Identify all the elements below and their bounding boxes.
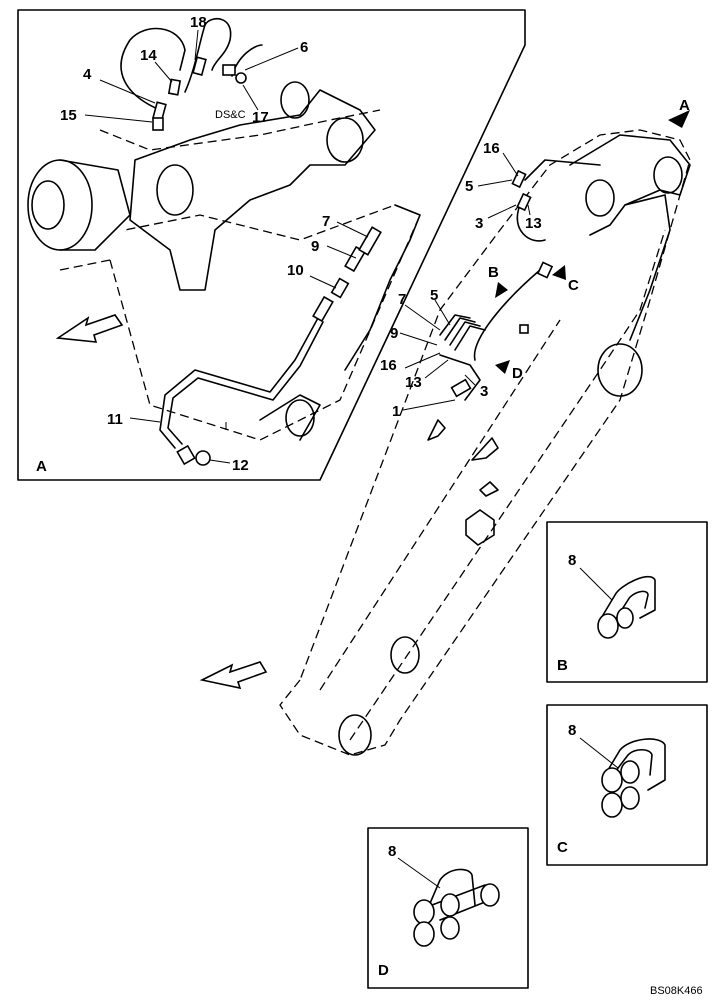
- detail-d-letter: D: [378, 962, 389, 979]
- detail-c-letter: C: [557, 839, 568, 856]
- callout-16: 16: [483, 140, 500, 157]
- view-letter-b: B: [488, 264, 499, 281]
- callout-13-main: 13: [405, 374, 422, 391]
- svg-text:DS&C: DS&C: [215, 109, 246, 121]
- detail-b-panel: 8 B: [546, 521, 708, 683]
- main-boom-assembly: 16 5 3 13 7 5 9 16 13 3 1 A B C D: [199, 97, 691, 756]
- callout-8-b: 8: [568, 552, 576, 569]
- callout-13: 13: [525, 215, 542, 232]
- callout-8-d: 8: [388, 843, 396, 860]
- callout-18: 18: [190, 14, 207, 31]
- callout-8-c: 8: [568, 722, 576, 739]
- view-letter-c: C: [568, 277, 579, 294]
- callout-15: 15: [60, 107, 77, 124]
- callout-3-main: 3: [480, 383, 488, 400]
- callout-5: 5: [465, 178, 473, 195]
- view-letter-d: D: [512, 365, 523, 382]
- callout-3: 3: [475, 215, 483, 232]
- callout-11: 11: [107, 411, 123, 428]
- drawing-code: BS08K466: [650, 985, 703, 997]
- callout-4: 4: [83, 66, 92, 83]
- callout-9: 9: [311, 238, 319, 255]
- detail-a-letter: A: [36, 458, 47, 475]
- callout-9-main: 9: [390, 325, 398, 342]
- callout-17: 17: [252, 109, 269, 126]
- detail-d-panel: 8 D: [367, 827, 529, 989]
- view-letter-a: A: [679, 97, 690, 114]
- callout-16-main: 16: [380, 357, 397, 374]
- detail-c-panel: 8 C: [546, 704, 708, 866]
- callout-1: 1: [392, 403, 400, 420]
- callout-6: 6: [300, 39, 308, 56]
- callout-7-main: 7: [398, 291, 406, 308]
- callout-14: 14: [140, 47, 157, 64]
- detail-b-letter: B: [557, 657, 568, 674]
- callout-12: 12: [232, 457, 249, 474]
- detail-a-panel: DS&C 18 14 6 4 15 17 7 9 10 11 12 A: [17, 9, 526, 481]
- callout-10: 10: [287, 262, 304, 279]
- callout-5-main: 5: [430, 287, 438, 304]
- callout-7: 7: [322, 213, 330, 230]
